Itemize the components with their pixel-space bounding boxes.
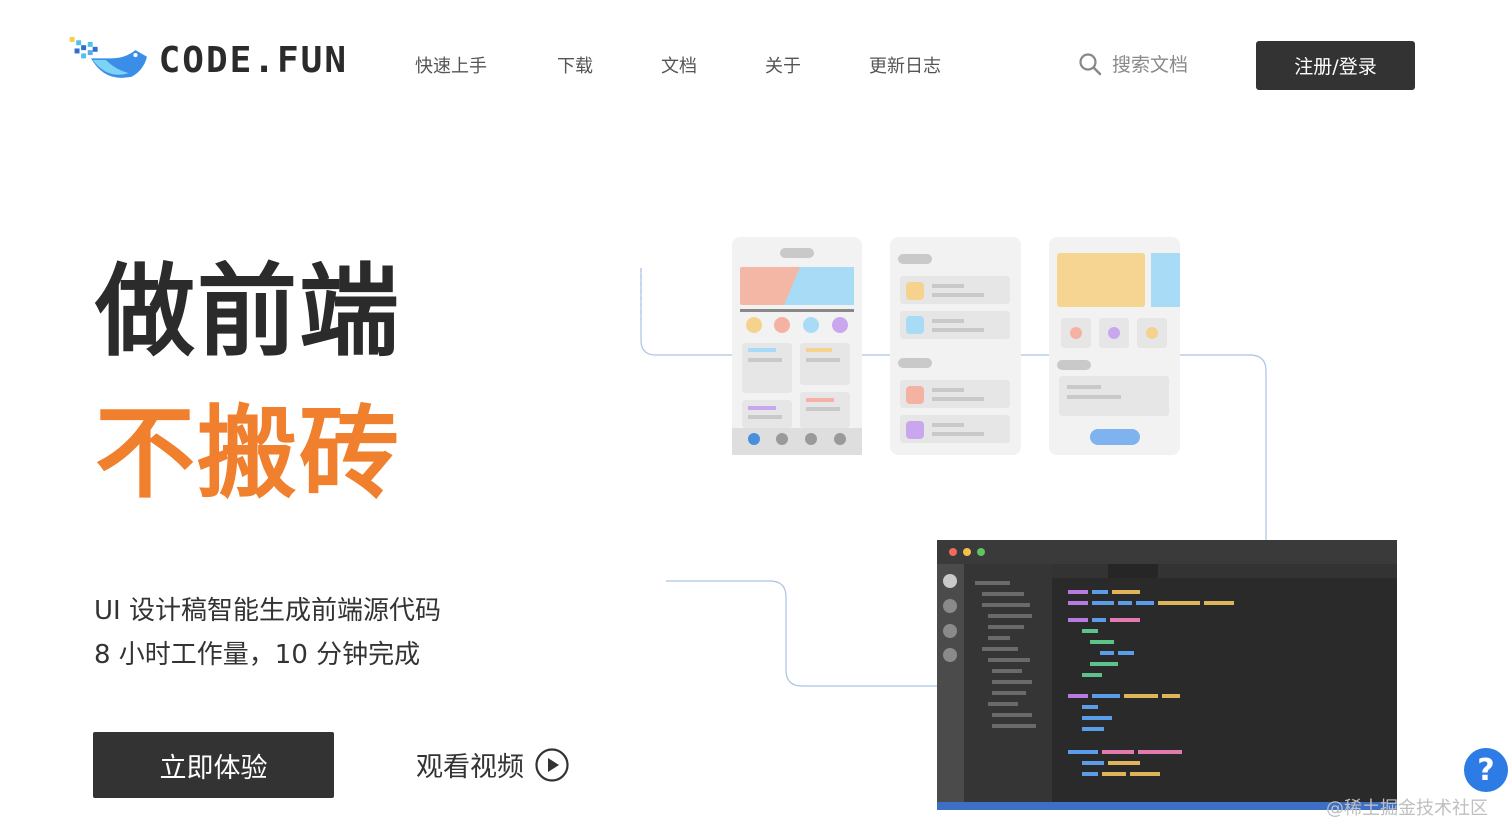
watch-video-label: 观看视频 bbox=[416, 752, 524, 783]
logo-text: CODE.FUN bbox=[158, 39, 348, 81]
nav-item-changelog[interactable]: 更新日志 bbox=[869, 56, 941, 77]
phone-mockup-2 bbox=[890, 237, 1021, 455]
nav-item-about[interactable]: 关于 bbox=[765, 56, 801, 77]
code-editor-mockup bbox=[937, 540, 1397, 810]
search-placeholder: 搜索文档 bbox=[1112, 54, 1189, 76]
help-icon[interactable]: ? bbox=[1464, 748, 1508, 792]
play-icon bbox=[535, 747, 569, 782]
login-button[interactable]: 注册/登录 bbox=[1256, 41, 1415, 90]
watch-video-button[interactable]: 观看视频 bbox=[416, 745, 570, 784]
logo[interactable]: CODE.FUN bbox=[68, 28, 348, 92]
nav-item-quickstart[interactable]: 快速上手 bbox=[415, 56, 487, 77]
nav-item-docs[interactable]: 文档 bbox=[661, 56, 697, 77]
logo-bird-icon bbox=[69, 36, 147, 78]
phone-mockup-1 bbox=[732, 237, 862, 455]
nav-item-download[interactable]: 下载 bbox=[557, 56, 593, 77]
headline-accent: 不搬砖 bbox=[95, 395, 401, 512]
subtitle-line-1: UI 设计稿智能生成前端源代码 bbox=[94, 596, 441, 626]
search-icon bbox=[1079, 52, 1102, 75]
headline-primary: 做前端 bbox=[95, 253, 401, 370]
try-now-button[interactable]: 立即体验 bbox=[93, 732, 334, 798]
phone-mockup-3 bbox=[1049, 237, 1180, 455]
search-input[interactable]: 搜索文档 bbox=[1078, 50, 1188, 77]
subtitle-line-2: 8 小时工作量，10 分钟完成 bbox=[94, 640, 421, 670]
watermark: @稀土掘金技术社区 bbox=[1326, 798, 1488, 819]
